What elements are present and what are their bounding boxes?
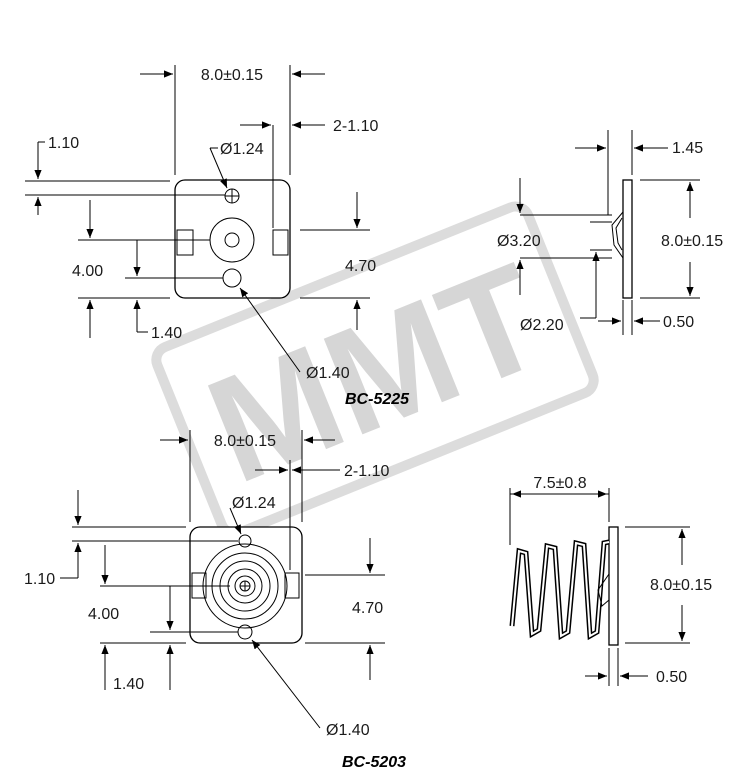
dim-bottom: 1.40: [151, 325, 182, 342]
top-view-bc5225: 8.0±0.15 2-1.10 1.10 Ø1.24 4.00 4.70 1.4…: [25, 65, 410, 408]
dim-dia-small: Ø2.20: [520, 317, 564, 334]
contact-plate: [174, 179, 291, 299]
side-view-bc5225: 1.45 Ø3.20 8.0±0.15 Ø2.20 0.50: [497, 130, 723, 335]
dim-width: 8.0±0.15: [201, 67, 263, 84]
dim-offset: 2-1.10: [333, 118, 378, 135]
side-plate: [608, 526, 619, 646]
dim-hole-bottom: Ø1.40: [306, 365, 350, 382]
side-view-bc5203: 7.5±0.8 8.0±0.15 0.50: [509, 475, 712, 686]
model-label: BC-5203: [342, 754, 406, 771]
dim-edge: 1.10: [48, 135, 79, 152]
dim-height: 4.70: [345, 258, 376, 275]
dim-offset: 2-1.10: [344, 463, 389, 480]
side-plate: [622, 179, 633, 299]
dim-spacing: 4.00: [72, 263, 103, 280]
dim-plate: 0.50: [656, 669, 687, 686]
dim-height: 8.0±0.15: [661, 233, 723, 250]
dim-spacing: 4.00: [88, 606, 119, 623]
model-label: BC-5225: [345, 391, 410, 408]
dim-edge: 1.10: [24, 571, 55, 588]
dim-spring-length: 7.5±0.8: [533, 475, 586, 492]
dim-width: 8.0±0.15: [214, 433, 276, 450]
dim-hole-top: Ø1.24: [220, 141, 264, 158]
dim-height: 4.70: [352, 600, 383, 617]
dim-bottom: 1.40: [113, 676, 144, 693]
dim-height: 8.0±0.15: [650, 577, 712, 594]
dim-plate: 0.50: [663, 314, 694, 331]
top-view-bc5203: 8.0±0.15 2-1.10 Ø1.24 1.10 4.00 4.70 1.4…: [24, 430, 406, 771]
dim-dia-large: Ø3.20: [497, 233, 541, 250]
dim-hole-top: Ø1.24: [232, 495, 276, 512]
dim-hole-bottom: Ø1.40: [326, 722, 370, 739]
dim-thickness: 1.45: [672, 140, 703, 157]
